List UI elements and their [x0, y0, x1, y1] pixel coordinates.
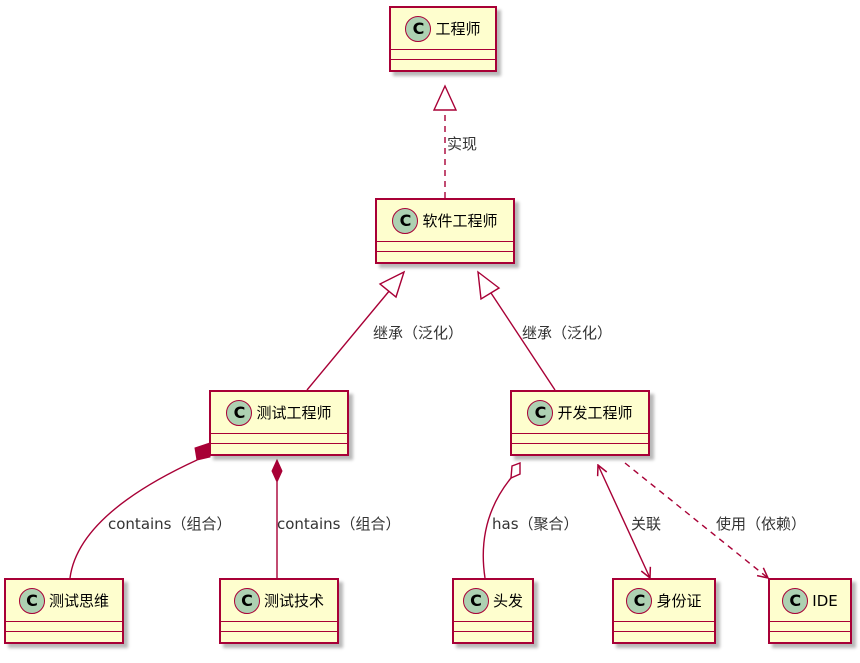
methods-compartment [211, 444, 347, 454]
class-c-icon: C [527, 399, 554, 426]
class-name: 测试工程师 [256, 404, 332, 422]
class-name: IDE [812, 591, 838, 610]
class-name: 身份证 [656, 592, 702, 610]
class-c-icon: C [226, 399, 253, 426]
edge-label-composition-thinking: contains（组合） [108, 515, 232, 533]
class-c-icon: C [405, 15, 432, 42]
edge-composition-thinking [69, 459, 198, 579]
edge-dependency-ide [624, 462, 768, 578]
class-c-icon: C [392, 207, 419, 234]
edge-label-inheritance-developer: 继承（泛化） [522, 324, 613, 342]
edge-label-inheritance-tester: 继承（泛化） [373, 324, 464, 342]
class-name: 软件工程师 [422, 212, 498, 230]
edge-aggregation-hair [482, 477, 512, 579]
edge-inheritance-developer [490, 292, 556, 391]
attributes-compartment [512, 434, 648, 444]
attributes-compartment [221, 622, 337, 632]
class-c-icon: C [18, 587, 45, 614]
attributes-compartment [454, 622, 532, 632]
class-name: 头发 [492, 592, 523, 610]
methods-compartment [221, 632, 337, 642]
class-name: 开发工程师 [557, 404, 633, 422]
composition-diamond-thinking [194, 442, 211, 461]
composition-diamond-tech [271, 458, 283, 484]
attributes-compartment [211, 434, 347, 444]
methods-compartment [614, 632, 714, 642]
edge-label-realization: 实现 [447, 135, 478, 153]
inheritance-triangle-developer [477, 270, 501, 301]
methods-compartment [6, 632, 122, 642]
class-name: 测试技术 [263, 592, 324, 610]
class-c-icon: C [462, 587, 489, 614]
class-c-icon: C [233, 587, 260, 614]
edge-label-association-idcard: 关联 [631, 515, 662, 533]
class-name: 测试思维 [48, 592, 109, 610]
attributes-compartment [770, 622, 850, 632]
methods-compartment [377, 252, 513, 262]
edge-inheritance-tester [306, 289, 391, 391]
class-c-icon: C [782, 587, 809, 614]
realization-triangle [432, 84, 458, 111]
methods-compartment [512, 444, 648, 454]
methods-compartment [770, 632, 850, 642]
edge-label-aggregation-hair: has（聚合） [492, 515, 579, 533]
class-name: 工程师 [435, 20, 481, 38]
edge-label-dependency-ide: 使用（依赖） [716, 515, 807, 533]
edge-label-composition-tech: contains（组合） [277, 515, 401, 533]
edge-association-idcard [598, 465, 650, 578]
inheritance-triangle-tester [378, 270, 406, 299]
attributes-compartment [377, 242, 513, 252]
methods-compartment [391, 60, 495, 70]
attributes-compartment [614, 622, 714, 632]
aggregation-diamond-hair [510, 461, 521, 480]
attributes-compartment [391, 50, 495, 60]
attributes-compartment [6, 622, 122, 632]
methods-compartment [454, 632, 532, 642]
class-c-icon: C [626, 587, 653, 614]
